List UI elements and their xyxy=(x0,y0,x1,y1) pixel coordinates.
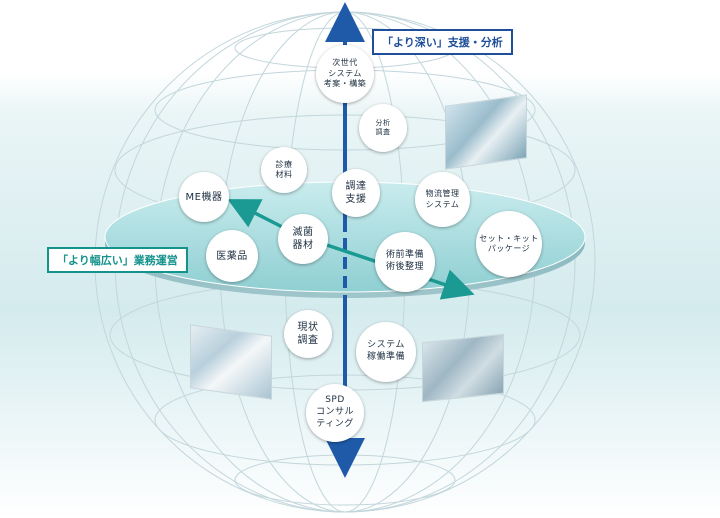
warehouse-photo-right xyxy=(422,333,504,403)
node-spd: SPD コンサル ティング xyxy=(306,384,364,442)
node-mekkin: 滅菌 器材 xyxy=(278,214,328,264)
node-analysis: 分析 調査 xyxy=(359,104,407,152)
deeper-support-label: 「より深い」支援・分析 xyxy=(372,29,513,55)
node-iyakuhin: 医薬品 xyxy=(206,230,258,282)
broader-operation-label: 「より幅広い」業務運営 xyxy=(47,247,188,273)
node-jutsuzen: 術前準備 術後整理 xyxy=(375,232,435,292)
node-genjo: 現状 調査 xyxy=(284,310,332,358)
node-set-kit: セット・キット パッケージ xyxy=(476,211,542,277)
node-chotatsu: 調達 支援 xyxy=(332,169,380,217)
node-system-kado: システム 稼働準備 xyxy=(356,322,416,382)
node-shinryo: 診療 材料 xyxy=(261,147,307,193)
node-butsuryu: 物流管理 システム xyxy=(415,172,470,227)
node-me: ME機器 xyxy=(179,172,229,222)
node-next-system: 次世代 システム 考案・構築 xyxy=(316,45,374,103)
warehouse-photo-top xyxy=(445,94,527,170)
warehouse-photo-left xyxy=(190,324,272,400)
